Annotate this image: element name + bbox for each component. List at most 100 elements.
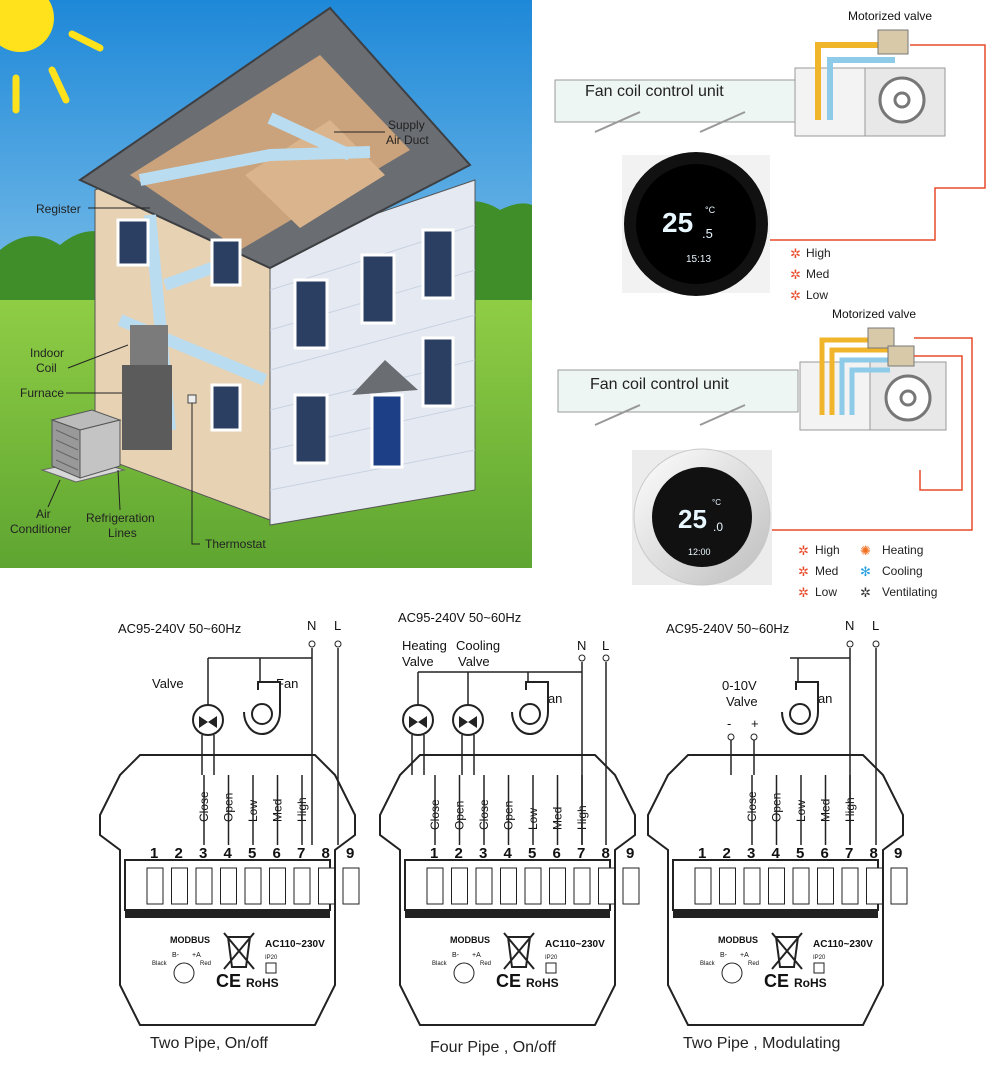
terminal-screw	[598, 867, 615, 905]
power-label: AC95-240V 50~60Hz	[666, 621, 789, 636]
thermostat-black: 25 .5 °C 15:13	[622, 152, 770, 296]
modbus-connector-icon	[453, 962, 475, 984]
label-conditioner: Conditioner	[10, 522, 71, 536]
wiring-caption: Two Pipe, On/off	[150, 1035, 269, 1052]
furnace	[122, 365, 172, 450]
thermostat-white: 25 .0 °C 12:00	[632, 448, 772, 586]
terminal-screw	[792, 867, 810, 905]
neutral-terminal	[578, 654, 586, 662]
ip-rating: IP20	[813, 955, 826, 961]
sun-icon	[0, 0, 104, 114]
terminal-screw	[890, 867, 908, 905]
rohs-mark: RoHS	[526, 976, 559, 990]
label-register: Register	[36, 202, 81, 216]
line-label: L	[872, 618, 879, 633]
terminal-number: 8	[870, 845, 878, 862]
valve-body-icon	[199, 716, 217, 728]
display-time-bottom: 12:00	[688, 547, 711, 557]
fan-hub-icon	[789, 703, 811, 725]
motorized-valve-bottom-2	[887, 345, 915, 367]
label-coil: Coil	[36, 361, 57, 375]
terminal-number: 6	[553, 845, 561, 862]
modbus-color: Black	[700, 961, 716, 967]
valve-motor-icon	[452, 704, 484, 736]
live-terminal	[334, 640, 342, 648]
neutral-terminal	[308, 640, 316, 648]
ce-mark: CE	[216, 971, 241, 991]
modbus-pin: +A	[472, 952, 481, 959]
fan-speed-icon: ✲	[790, 288, 801, 303]
line-label: L	[602, 638, 609, 653]
terminal-screw	[195, 867, 213, 905]
terminal-number: 2	[175, 845, 183, 862]
fan-speed-icon: ✲	[790, 246, 801, 261]
display-temp-top: 25	[662, 207, 693, 238]
display-unit-top: °C	[705, 205, 716, 215]
ce-mark: CE	[496, 971, 521, 991]
motorized-valve-bottom-1	[867, 327, 895, 349]
plus-label: +	[751, 716, 759, 731]
valve-label: Valve	[726, 694, 758, 709]
terminal-number: 3	[747, 845, 755, 862]
terminal-screw	[768, 867, 785, 905]
display-temp-bottom: 25	[678, 504, 707, 534]
terminal-number: 9	[346, 845, 354, 862]
terminal-number: 1	[698, 845, 706, 862]
power-label: AC95-240V 50~60Hz	[118, 621, 241, 636]
terminal-number: 4	[224, 845, 233, 862]
neutral-label: N	[845, 618, 854, 633]
ce-mark: CE	[764, 971, 789, 991]
live-terminal	[872, 640, 880, 648]
speed-med-bottom: Med	[815, 564, 838, 578]
ac-rating: AC110~230V	[265, 939, 325, 950]
heating-label: Heating	[402, 638, 447, 653]
valve-label: Valve	[458, 654, 490, 669]
ip-rating: IP20	[265, 955, 278, 961]
modbus-color: Red	[748, 961, 759, 967]
fan-speed-icon: ✲	[790, 267, 801, 282]
signal-terminal	[750, 733, 758, 741]
terminal-screw	[549, 867, 566, 905]
display-decimal-top: .5	[702, 226, 713, 241]
terminal-screw	[244, 867, 262, 905]
cooling-icon: ✻	[860, 564, 871, 579]
display-decimal-bottom: .0	[713, 520, 723, 534]
wiring-caption: Four Pipe , On/off	[430, 1039, 557, 1056]
fan-blower-icon	[878, 76, 926, 124]
modbus-color: Red	[200, 961, 211, 967]
label-furnace: Furnace	[20, 386, 64, 400]
indoor-coil	[130, 325, 168, 365]
modbus-color: Black	[152, 961, 168, 967]
valve-label: Valve	[152, 676, 184, 691]
terminal-strip-base	[405, 910, 610, 918]
front-door	[370, 393, 404, 469]
label-air-duct: Air Duct	[386, 133, 429, 147]
terminal-number: 4	[504, 845, 513, 862]
terminal-screw	[293, 867, 311, 905]
modbus-pin: B-	[172, 952, 180, 959]
speed-legend-bottom: ✲ High ✲ Med ✲ Low ✺ Heating ✻ Cooling ✲…	[798, 543, 937, 600]
fan-blower-icon	[884, 374, 932, 422]
terminal-number: 3	[199, 845, 207, 862]
modbus-color: Red	[480, 961, 491, 967]
modbus-label: MODBUS	[450, 935, 490, 945]
weee-bin-icon	[503, 932, 535, 970]
rohs-mark: RoHS	[794, 976, 827, 990]
terminal-screw	[318, 867, 335, 905]
live-terminal	[602, 654, 610, 662]
weee-bin-icon	[223, 932, 255, 970]
neutral-label: N	[577, 638, 586, 653]
terminal-number: 6	[273, 845, 281, 862]
modbus-label: MODBUS	[718, 935, 758, 945]
terminal-number: 8	[602, 845, 610, 862]
terminal-number: 9	[626, 845, 634, 862]
terminal-number: 7	[297, 845, 305, 862]
fan-speed-icon: ✲	[798, 564, 809, 579]
fan-speed-icon: ✲	[798, 585, 809, 600]
house-labels: Supply Air Duct Register Indoor Coil Fur…	[10, 118, 429, 551]
terminal-number: 4	[772, 845, 781, 862]
speed-low-top: Low	[806, 288, 828, 302]
